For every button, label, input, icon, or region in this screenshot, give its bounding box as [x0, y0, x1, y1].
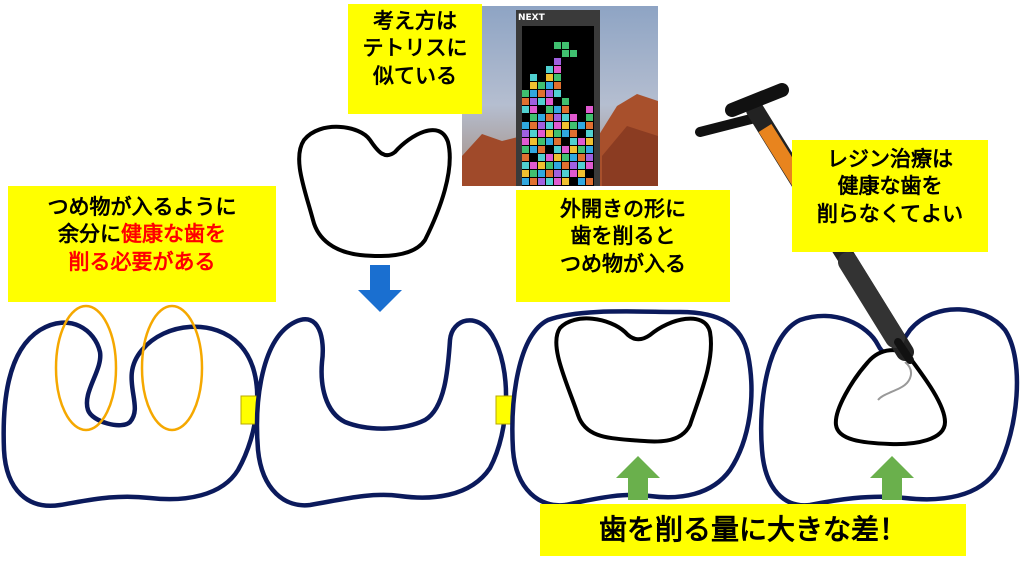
filling-shape-inserted [554, 316, 713, 444]
note-bottom: 歯を削る量に大きな差！ [540, 504, 966, 556]
compare-arrow-right [870, 456, 914, 500]
tooth-1-outline [1, 320, 260, 508]
undercut-marker-right [140, 304, 204, 432]
note-left-line-2-prefix: 余分に [58, 222, 121, 247]
note-middle-line-3: つめ物が入る [560, 251, 686, 276]
note-middle-line-2: 歯を削ると [570, 224, 676, 249]
insert-down-arrow [358, 265, 402, 312]
filling-shape-top [297, 124, 452, 259]
note-left-line-2-highlight: 健康な歯を [121, 222, 226, 247]
note-resin-line-3: 削らなくてよい [816, 201, 964, 226]
note-left-line-2: 余分に健康な歯を [8, 221, 276, 248]
note-tetris-line-2: テトリスに [362, 36, 468, 61]
note-tetris-line-3: 似ている [373, 63, 457, 88]
note-middle: 外開きの形に 歯を削ると つめ物が入る [516, 190, 730, 302]
note-resin-line-1: レジン治療は [827, 147, 953, 171]
note-left-line-3: 削る必要がある [68, 249, 216, 274]
note-resin: レジン治療は 健康な歯を 削らなくてよい [792, 140, 988, 252]
note-left: つめ物が入るように 余分に健康な歯を 削る必要がある [8, 186, 276, 302]
undercut-marker-left [54, 304, 118, 432]
compare-arrow-left [616, 456, 660, 500]
tetris-next-label: NEXT [518, 13, 546, 23]
note-tetris: 考え方は テトリスに 似ている [348, 4, 482, 114]
tetris-screenshot: NEXT [462, 6, 658, 186]
note-middle-line-1: 外開きの形に [560, 197, 686, 221]
note-left-line-1: つめ物が入るように [47, 195, 237, 219]
tooth-2-outline [254, 317, 509, 508]
note-tetris-line-1: 考え方は [373, 9, 457, 33]
note-bottom-text: 歯を削る量に大きな差！ [598, 513, 907, 546]
note-resin-line-2: 健康な歯を [837, 174, 943, 199]
